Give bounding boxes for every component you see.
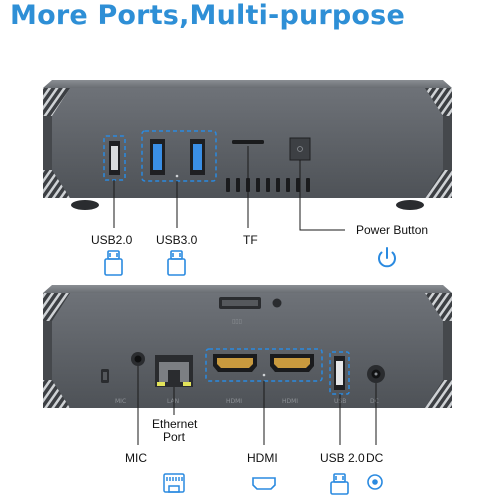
label-power-button: Power Button	[356, 223, 429, 237]
engraving-hdmi-1: HDMI	[226, 398, 242, 405]
label-hdmi: HDMI	[247, 451, 278, 465]
vent-top-left	[43, 293, 70, 321]
engraving-lan: LAN	[167, 398, 179, 405]
ethernet-icon	[163, 473, 185, 493]
top-device-front-panel	[43, 80, 452, 231]
label-tf: TF	[243, 233, 258, 247]
vent-top-right	[425, 88, 452, 116]
label-usb20-rear: USB 2.0	[320, 451, 365, 465]
hdmi-icon	[252, 477, 276, 490]
vent-top-right	[425, 293, 452, 321]
label-ethernet-port: Ethernet Port	[152, 417, 198, 444]
vent-bottom-right	[425, 380, 452, 408]
hdmi-port-2	[270, 354, 314, 372]
label-usb20: USB2.0	[91, 233, 133, 247]
front-vent-slots	[226, 178, 310, 192]
vent-bottom-right	[425, 170, 452, 198]
kensington-lock-icon	[101, 369, 109, 383]
engraving-hdmi-2: HDMI	[282, 398, 298, 405]
svg-text:▯▯▯: ▯▯▯	[232, 318, 242, 325]
vent-top-left	[43, 88, 70, 116]
label-usb30: USB3.0	[156, 233, 198, 247]
label-ethernet-line1: Ethernet	[152, 417, 198, 431]
tf-slot	[232, 140, 264, 144]
usb30-highlight	[141, 130, 217, 182]
bottom-device-rear-panel: ▯▯▯	[43, 285, 452, 445]
ethernet-port	[155, 355, 193, 387]
usb-icon	[330, 473, 349, 495]
hdmi-port-1	[213, 354, 257, 372]
hdmi-highlight	[205, 348, 323, 382]
page-title: More Ports,Multi-purpose	[10, 0, 405, 31]
engraving-mic: MIC	[115, 398, 126, 405]
vent-bottom-left	[43, 170, 70, 198]
label-mic: MIC	[125, 451, 147, 465]
engraving-dc: DC	[370, 398, 379, 405]
dc-icon	[367, 474, 383, 490]
vent-bottom-left	[43, 380, 70, 408]
power-button	[289, 137, 311, 161]
screw	[272, 298, 282, 308]
usb-icon	[104, 250, 123, 276]
power-icon	[378, 247, 396, 268]
label-ethernet-line2: Port	[162, 430, 185, 444]
usb-icon	[167, 250, 186, 276]
label-dc: DC	[366, 451, 384, 465]
